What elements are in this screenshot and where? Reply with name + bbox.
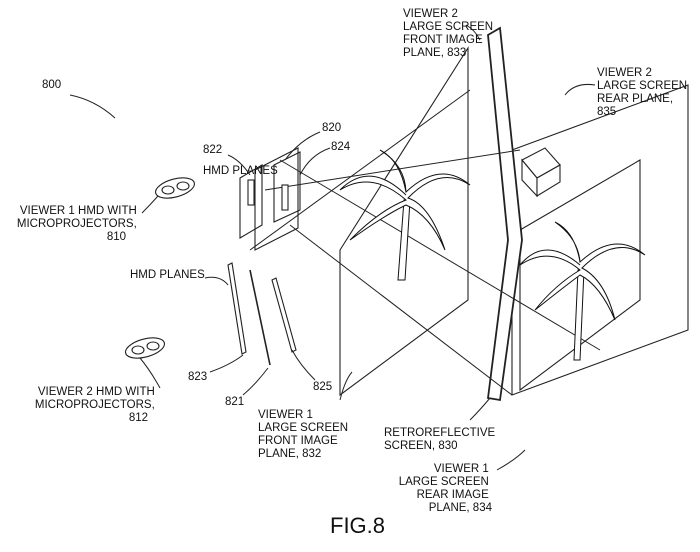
viewer2-hmd-icon <box>124 337 166 359</box>
viewer1-front-label: VIEWER 1 LARGE SCREEN FRONT IMAGE PLANE,… <box>258 409 351 460</box>
palm-tree-front <box>339 149 471 281</box>
ref-823: 823 <box>188 371 207 383</box>
hmd-planes-top-label: HMD PLANES <box>203 165 278 177</box>
viewer1-rear-label: VIEWER 1 LARGE SCREEN REAR IMAGE PLANE, … <box>399 463 493 514</box>
hmd-planes-mid <box>227 262 297 366</box>
retroreflective-label: RETROREFLECTIVE SCREEN, 830 <box>384 427 498 452</box>
viewer2-front-plane <box>339 46 469 397</box>
viewer2-hmd-label: VIEWER 2 HMD WITH MICROPROJECTORS, 812 <box>35 386 158 424</box>
ref-820: 820 <box>322 122 341 134</box>
house-icon <box>521 147 561 198</box>
ref-800: 800 <box>42 79 61 91</box>
ref-821: 821 <box>225 396 244 408</box>
ref-822: 822 <box>203 144 222 156</box>
palm-tree-rear <box>519 221 646 361</box>
hmd-planes-mid-label: HMD PLANES <box>130 269 205 281</box>
figure-title: FIG.8 <box>330 513 385 538</box>
ref-825: 825 <box>313 381 332 393</box>
viewer1-hmd-label: VIEWER 1 HMD WITH MICROPROJECTORS, 810 <box>17 205 140 243</box>
leader-lines <box>69 24 596 471</box>
viewer2-front-label: VIEWER 2 LARGE SCREEN FRONT IMAGE PLANE,… <box>403 8 496 59</box>
projection-lines <box>249 89 601 396</box>
viewer1-rear-plane <box>519 159 641 392</box>
viewer2-rear-label: VIEWER 2 LARGE SCREEN REAR PLANE, 835 <box>597 67 690 118</box>
viewer1-hmd-icon <box>154 177 196 199</box>
viewer2-rear-plane <box>511 84 689 396</box>
retroreflective-screen <box>486 26 523 402</box>
ref-824: 824 <box>331 141 351 153</box>
hmd-planes-top <box>239 147 301 251</box>
